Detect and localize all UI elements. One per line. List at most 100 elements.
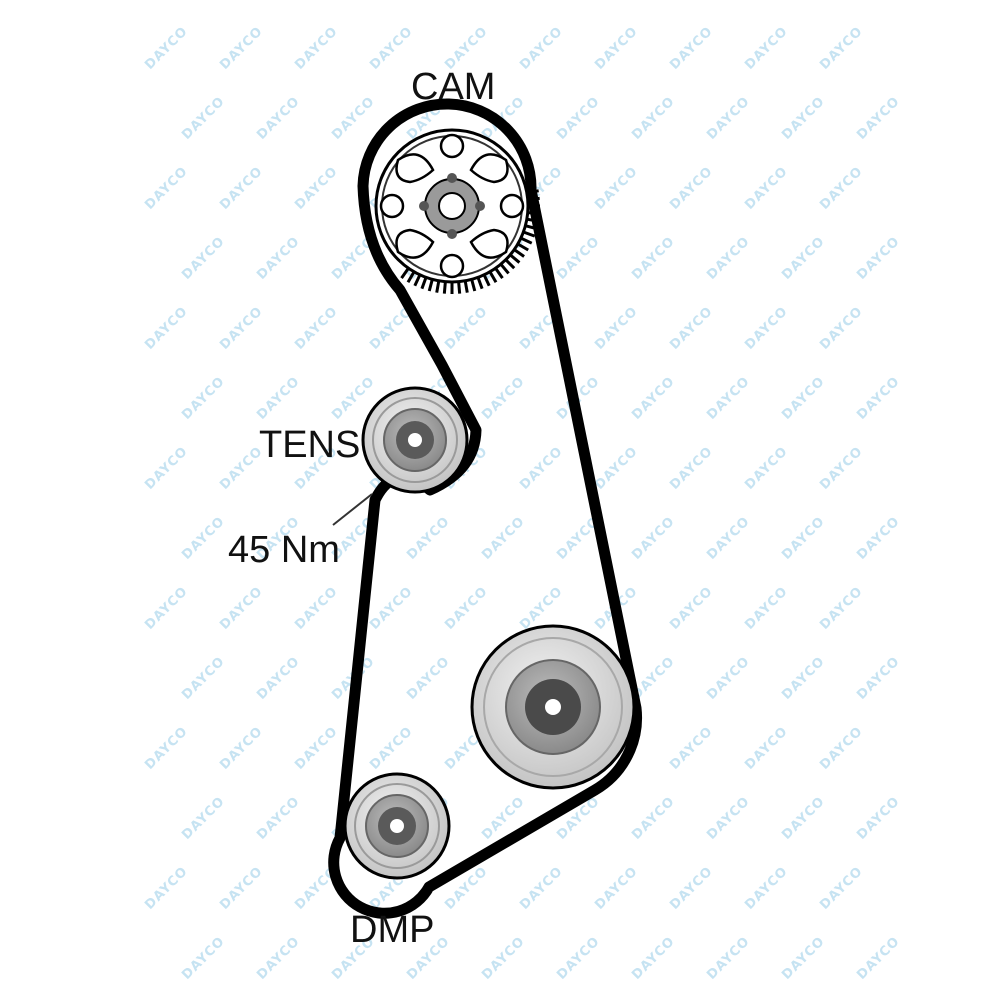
watermark-logo: DAYCO [704, 654, 753, 703]
watermark-logo: DAYCO [254, 794, 303, 843]
sprocket-tooth [509, 253, 521, 264]
watermark-logo: DAYCO [254, 654, 303, 703]
watermark-logo: DAYCO [254, 374, 303, 423]
watermark-logo: DAYCO [142, 164, 191, 213]
watermark-logo: DAYCO [817, 864, 866, 913]
watermark-logo: DAYCO [292, 164, 341, 213]
watermark-logo: DAYCO [367, 24, 416, 73]
watermark-logo: DAYCO [442, 304, 491, 353]
watermark-logo: DAYCO [704, 794, 753, 843]
watermark-logo: DAYCO [667, 724, 716, 773]
watermark-logo: DAYCO [592, 864, 641, 913]
dmp-label: DMP [350, 909, 435, 951]
sprocket-tooth [463, 280, 469, 293]
watermark-logo: DAYCO [442, 584, 491, 633]
watermark-logo: DAYCO [179, 654, 228, 703]
watermark-logo: DAYCO [704, 514, 753, 563]
watermark-logo: DAYCO [142, 864, 191, 913]
watermark-logo: DAYCO [329, 94, 378, 143]
watermark-logo: DAYCO [292, 24, 341, 73]
watermark-logo: DAYCO [179, 934, 228, 983]
watermark-logo: DAYCO [367, 584, 416, 633]
watermark-logo: DAYCO [479, 514, 528, 563]
watermark-logo: DAYCO [217, 864, 266, 913]
watermark-logo: DAYCO [629, 514, 678, 563]
sprocket-tooth [427, 279, 434, 292]
watermark-logo: DAYCO [179, 794, 228, 843]
watermark-logo: DAYCO [142, 444, 191, 493]
watermark-logo: DAYCO [742, 864, 791, 913]
cam-label: CAM [411, 66, 496, 108]
sprocket-tooth [527, 196, 540, 201]
sprocket-tooth [526, 189, 539, 195]
sprocket-tooth [527, 211, 540, 216]
sprocket-tooth [488, 271, 498, 283]
watermark-logo: DAYCO [254, 94, 303, 143]
sprocket-tooth [406, 271, 416, 283]
sprocket-tooth [435, 280, 441, 293]
sprocket-tooth [420, 276, 428, 290]
watermark-logo: DAYCO [667, 864, 716, 913]
sprocket-tooth [457, 281, 462, 294]
watermark-logo: DAYCO [592, 304, 641, 353]
sprocket-tooth [499, 263, 510, 275]
watermark-logo: DAYCO [517, 24, 566, 73]
watermark-logo: DAYCO [142, 24, 191, 73]
watermark-logo: DAYCO [254, 934, 303, 983]
watermark-logo: DAYCO [854, 654, 903, 703]
watermark-logo: DAYCO [667, 444, 716, 493]
watermark-logo: DAYCO [667, 164, 716, 213]
watermark-logo: DAYCO [854, 934, 903, 983]
watermark-logo: DAYCO [817, 24, 866, 73]
watermark-logo: DAYCO [217, 164, 266, 213]
watermark-logo: DAYCO [367, 724, 416, 773]
watermark-logo: DAYCO [742, 584, 791, 633]
watermark-logo: DAYCO [817, 444, 866, 493]
watermark-logo: DAYCO [292, 724, 341, 773]
watermark-logo: DAYCO [142, 724, 191, 773]
watermark-logo: DAYCO [217, 304, 266, 353]
watermark-logo: DAYCO [779, 934, 828, 983]
watermark-logo: DAYCO [742, 724, 791, 773]
watermark-logo: DAYCO [854, 514, 903, 563]
watermark-logo: DAYCO [779, 514, 828, 563]
torque-label: 45 Nm [228, 529, 340, 571]
watermark-logo: DAYCO [629, 794, 678, 843]
sprocket-tooth [522, 230, 536, 238]
watermark-logo: DAYCO [704, 234, 753, 283]
watermark-logo: DAYCO [629, 934, 678, 983]
watermark-logo: DAYCO [592, 24, 641, 73]
watermark-logo: DAYCO [742, 164, 791, 213]
watermark-logo: DAYCO [704, 934, 753, 983]
watermark-logo: DAYCO [629, 234, 678, 283]
watermark-logo: DAYCO [292, 304, 341, 353]
watermark-logo: DAYCO [667, 24, 716, 73]
timing-belt [328, 98, 643, 919]
sprocket-tooth [504, 258, 516, 270]
torque-leader-line [332, 493, 373, 526]
watermark-logo: DAYCO [742, 24, 791, 73]
sprocket-tooth [494, 267, 504, 279]
sprocket-tooth [400, 267, 410, 279]
watermark-logo: DAYCO [404, 654, 453, 703]
watermark-logo: DAYCO [179, 234, 228, 283]
watermark-logo: DAYCO [779, 794, 828, 843]
watermark-logo: DAYCO [404, 514, 453, 563]
tensioner-pulley [361, 386, 469, 494]
watermark-logo: DAYCO [629, 94, 678, 143]
watermark-logo: DAYCO [179, 374, 228, 423]
sprocket-tooth [526, 217, 539, 223]
idler-pulley-large [470, 624, 636, 790]
damper-pulley [343, 772, 451, 880]
watermark-logo: DAYCO [142, 304, 191, 353]
watermark-logo: DAYCO [217, 24, 266, 73]
dayco-watermark: DAYCO DAYCO DAYCO DAYCO DAYCO DAYCO DAYCO DAYCO… [142, 24, 903, 983]
watermark-logo: DAYCO [479, 934, 528, 983]
sprocket-tooth [476, 276, 484, 290]
watermark-logo: DAYCO [854, 374, 903, 423]
watermark-logo: DAYCO [592, 164, 641, 213]
watermark-logo: DAYCO [742, 304, 791, 353]
sprocket-tooth [517, 242, 529, 252]
watermark-logo: DAYCO [629, 374, 678, 423]
